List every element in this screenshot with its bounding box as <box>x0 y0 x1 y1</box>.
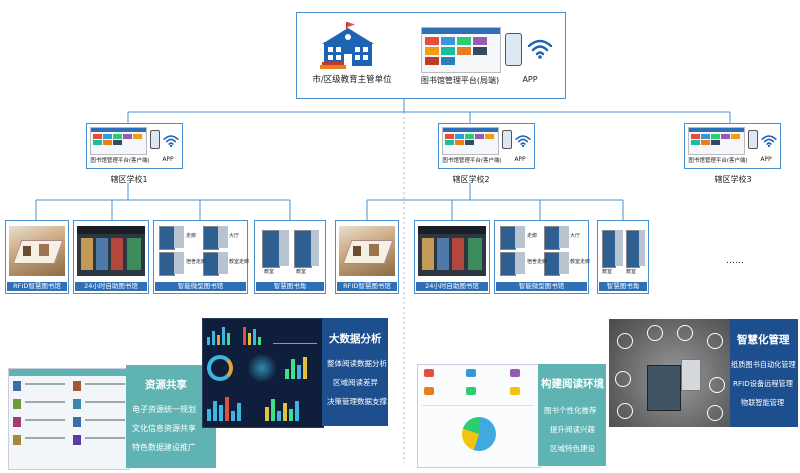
room-tag-hallway: 走廊 <box>527 233 538 239</box>
app-label-top: APP <box>522 75 538 84</box>
module-self-service-label-2: 24小时自助图书馆 <box>416 282 488 291</box>
platform-label: 图书馆管理平台(局端) <box>420 76 500 85</box>
reading-panel <box>538 364 606 466</box>
smart-room-cabinets-image <box>157 224 244 278</box>
phone-icon <box>502 130 512 149</box>
wifi-icon <box>527 39 553 59</box>
reading-item-2: 提升阅读兴趣 <box>550 425 595 434</box>
wifi-icon <box>163 135 179 148</box>
resource-item-2: 文化信息资源共享 <box>132 424 196 433</box>
school-platform-screenshot-2 <box>442 127 499 155</box>
resource-screenshot <box>8 368 130 470</box>
rfid-library-image <box>9 226 65 276</box>
bigdata-item-3: 决策管理数据支撑 <box>327 397 387 406</box>
reading-panel-title: 构建阅读环境 <box>541 378 604 390</box>
smart-item-3: 物联智能管理 <box>741 398 785 407</box>
module-rfid-label-1: RFID智慧图书馆 <box>7 282 67 291</box>
bigdata-panel-title: 大数据分析 <box>329 333 382 345</box>
phone-icon <box>748 130 758 149</box>
reading-item-1: 图书个性化推荐 <box>544 406 597 415</box>
authority-label: 市/区级教育主管单位 <box>312 75 392 85</box>
bigdata-item-1: 整体阅读数据分析 <box>327 359 387 368</box>
corner-tag-2: 教室 <box>296 269 307 275</box>
school-platform-label-1: 图书馆管理平台(客户端) <box>90 158 150 164</box>
school-app-label-3: APP <box>760 156 772 163</box>
school-label-3: 辖区学校3 <box>714 175 752 184</box>
room-tag-dorm: 宿舍走廊 <box>527 259 548 265</box>
school-platform-screenshot-3 <box>688 127 745 155</box>
more-schools-ellipsis: …… <box>726 256 744 266</box>
reading-item-3: 区域特色建设 <box>550 444 595 453</box>
self-service-library-image <box>77 226 145 276</box>
room-tag-hallway: 走廊 <box>186 233 197 239</box>
room-tag-dorm: 宿舍走廊 <box>186 259 207 265</box>
smart-management-image <box>609 319 731 427</box>
room-tag-classroom: 教室走廊 <box>229 259 250 265</box>
corner-tag-2: 教室 <box>626 269 637 275</box>
module-smart-corner-label-2: 智慧图书角 <box>599 282 647 291</box>
phone-icon <box>150 130 160 149</box>
room-tag-lobby: 大厅 <box>229 233 240 239</box>
module-self-service-label-1: 24小时自助图书馆 <box>75 282 147 291</box>
room-tag-lobby: 大厅 <box>570 233 581 239</box>
module-smart-room-label-2: 智能微型图书馆 <box>496 282 587 291</box>
bigdata-item-2: 区域阅读差异 <box>333 378 378 387</box>
smart-corner-image <box>258 224 322 278</box>
smart-room-cabinets-image <box>498 224 585 278</box>
module-smart-corner-label-1: 智慧图书角 <box>256 282 324 291</box>
platform-screenshot <box>421 27 501 73</box>
smart-item-2: RFID设备远程管理 <box>733 379 793 388</box>
resource-panel-title: 资源共享 <box>145 379 187 391</box>
smart-corner-image <box>600 224 646 278</box>
room-tag-classroom: 教室走廊 <box>570 259 591 265</box>
resource-item-3: 特色数据建设推广 <box>132 443 196 452</box>
school-platform-label-3: 图书馆管理平台(客户端) <box>688 158 748 164</box>
school-app-label-2: APP <box>514 156 526 163</box>
corner-tag-1: 教室 <box>602 269 613 275</box>
school-app-label-1: APP <box>162 156 174 163</box>
smart-item-1: 纸质图书自动化管理 <box>731 360 796 369</box>
school-building-icon <box>320 22 374 69</box>
wifi-icon <box>761 135 777 148</box>
bigdata-dashboard <box>202 318 324 428</box>
resource-item-1: 电子资源统一规划 <box>132 405 196 414</box>
bigdata-panel <box>322 318 388 426</box>
reading-screenshot <box>417 364 541 468</box>
rfid-library-image <box>339 226 395 276</box>
module-smart-room-label-1: 智能微型图书馆 <box>155 282 246 291</box>
smart-management-title: 智慧化管理 <box>737 334 790 346</box>
corner-tag-1: 教室 <box>264 269 275 275</box>
school-label-1: 辖区学校1 <box>110 175 148 184</box>
phone-icon <box>505 33 522 66</box>
wifi-icon <box>515 135 531 148</box>
resource-panel <box>126 365 216 468</box>
self-service-library-image <box>418 226 486 276</box>
school-label-2: 辖区学校2 <box>452 175 490 184</box>
school-platform-label-2: 图书馆管理平台(客户端) <box>442 158 502 164</box>
module-rfid-label-2: RFID智慧图书馆 <box>337 282 397 291</box>
school-platform-screenshot-1 <box>90 127 147 155</box>
smart-management-panel <box>730 319 798 427</box>
